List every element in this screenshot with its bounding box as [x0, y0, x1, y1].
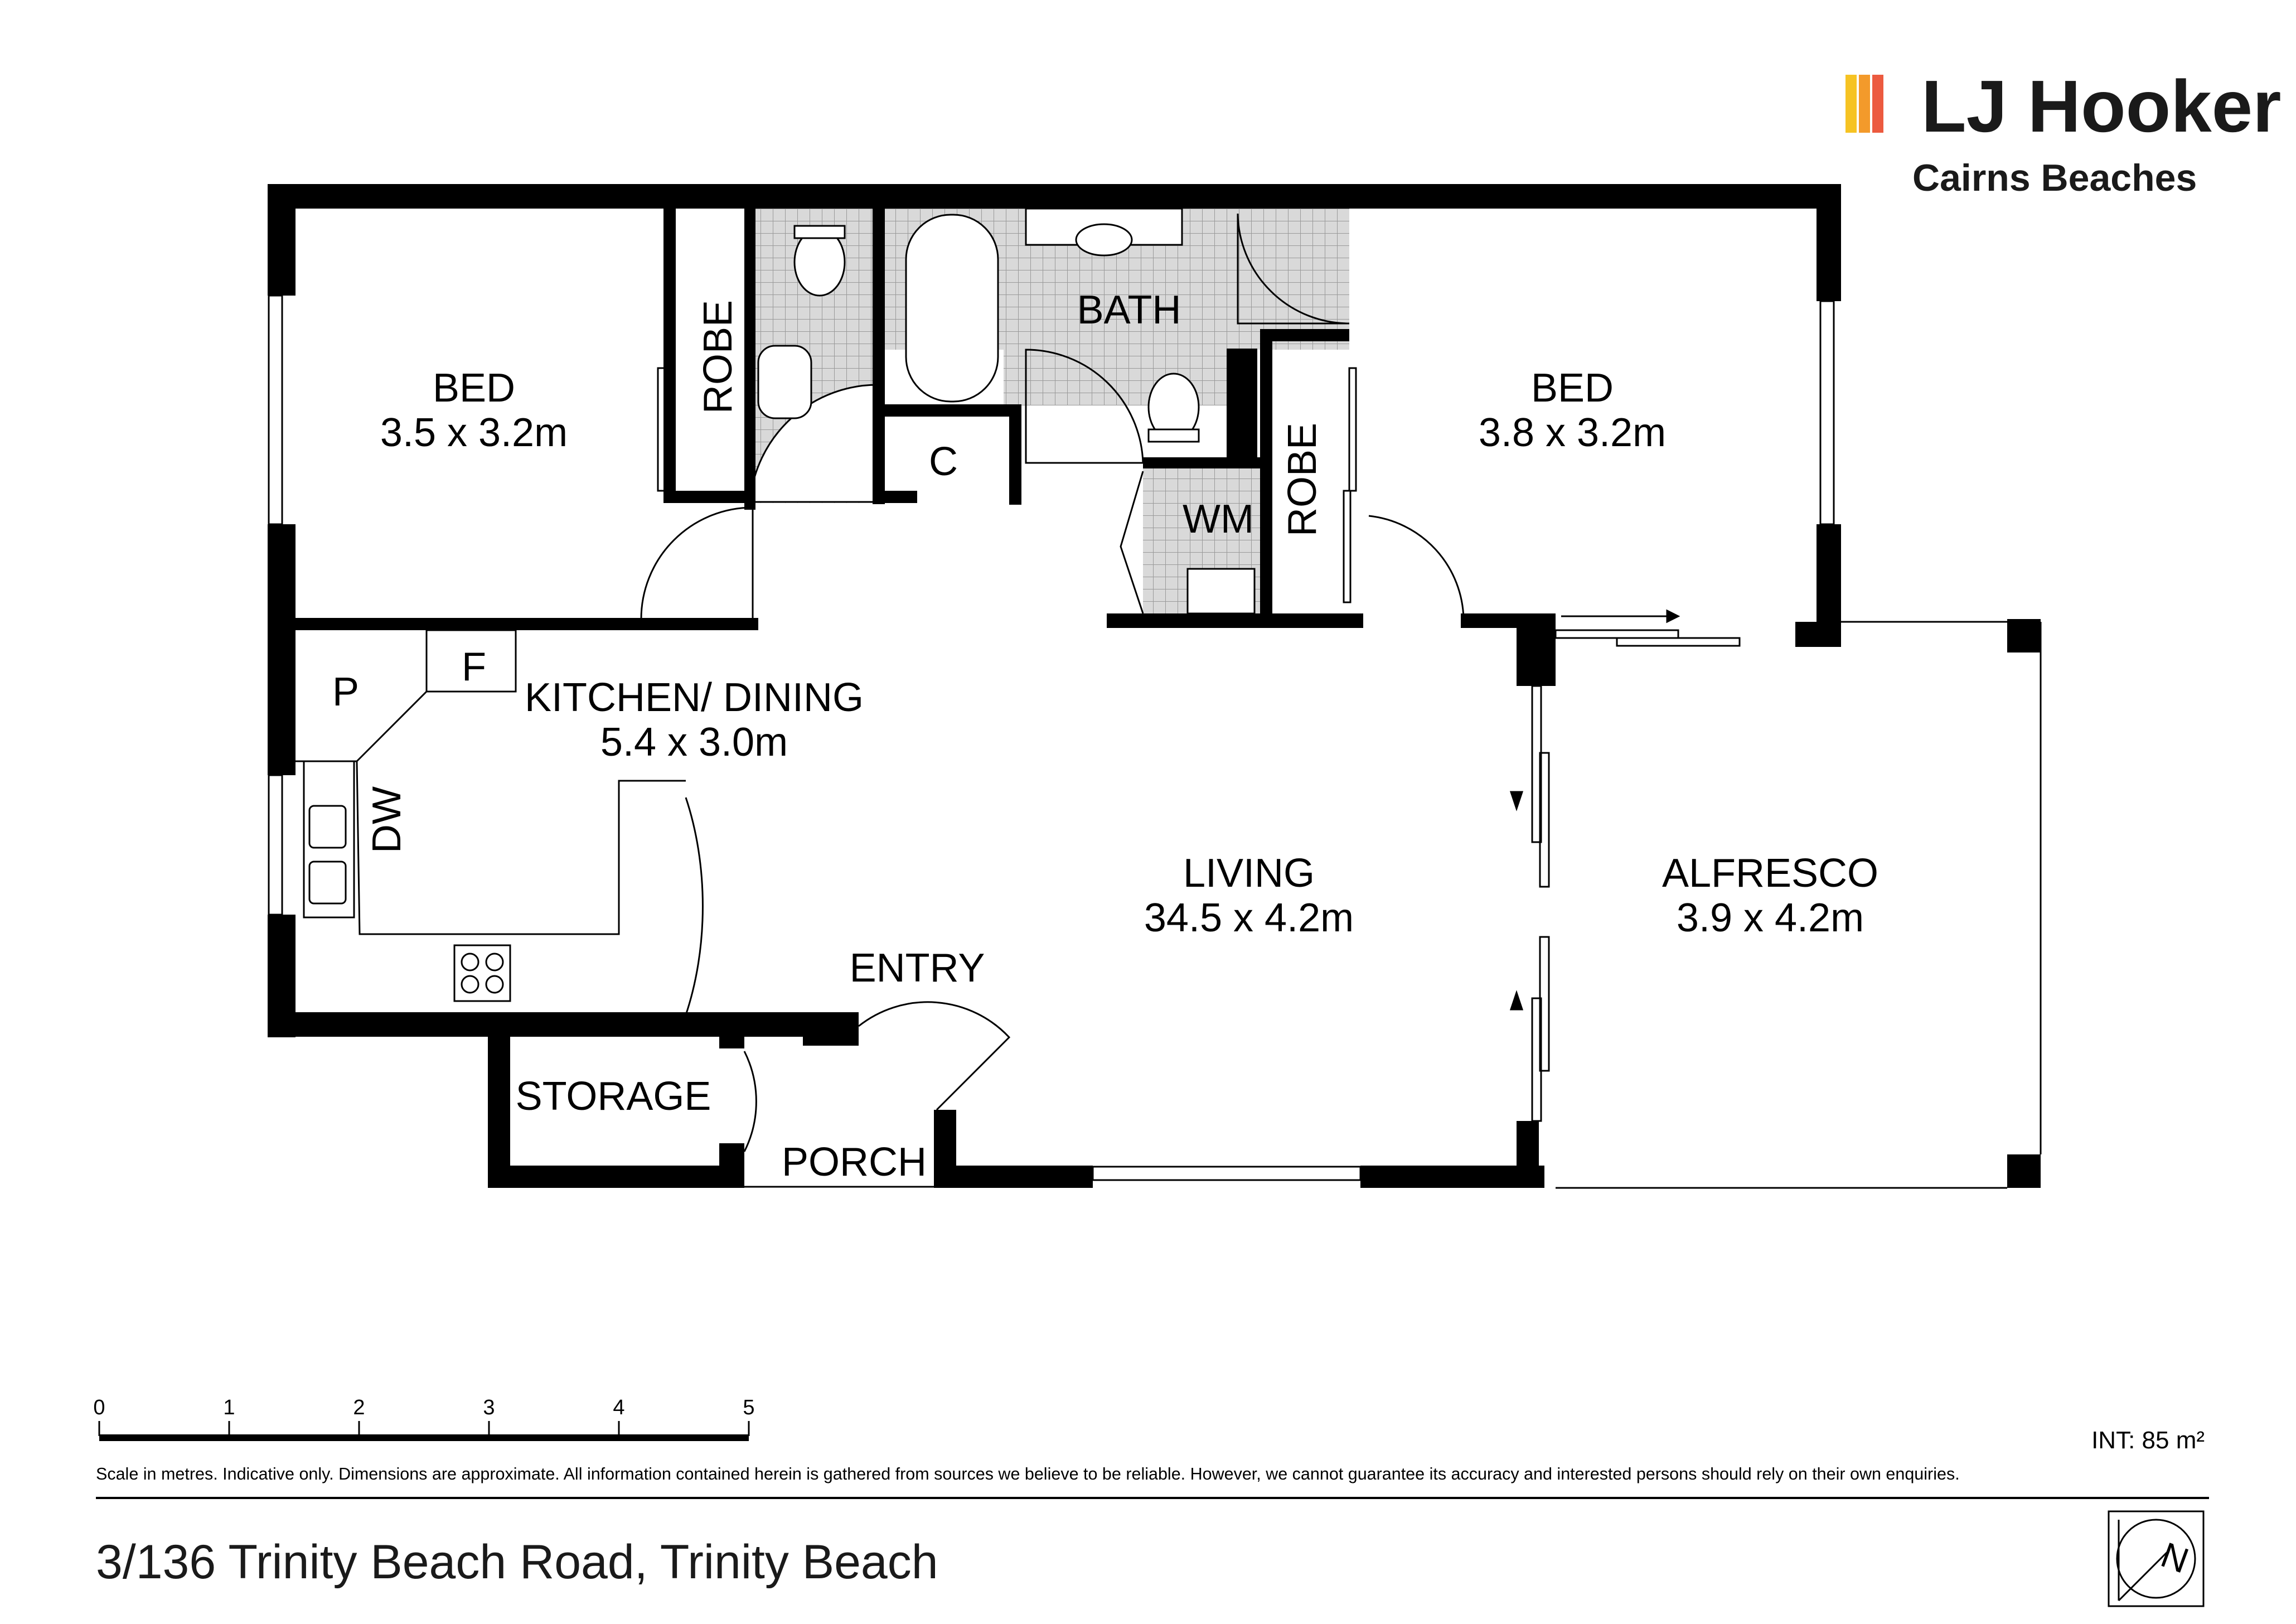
logo-brand-name: LJ Hooker [1921, 65, 2282, 147]
scale-tick-3: 3 [483, 1396, 495, 1419]
sliding-doors [657, 216, 1741, 1122]
bath-label: BATH [1077, 288, 1181, 332]
property-address: 3/136 Trinity Beach Road, Trinity Beach [96, 1535, 938, 1589]
scale-tick-4: 4 [613, 1396, 624, 1419]
compass-icon: N [2108, 1510, 2205, 1607]
disclaimer-text: Scale in metres. Indicative only. Dimens… [96, 1464, 1960, 1483]
toilet-2-cistern [1147, 428, 1200, 443]
living-size: 34.5 x 4.2m [1144, 896, 1354, 940]
scale-bar: 0 1 2 3 4 5 [93, 1396, 755, 1441]
cooktop [453, 944, 511, 1002]
alfresco-size: 3.9 x 4.2m [1677, 896, 1864, 940]
logo-bar-red [1872, 75, 1883, 133]
footer-divider [96, 1497, 2209, 1499]
scale-tick-2: 2 [353, 1396, 365, 1419]
dw-label: DW [365, 786, 409, 853]
room-labels: BED 3.5 x 3.2m BED 3.8 x 3.2m KITCHEN/ D… [332, 288, 1878, 1185]
toilet-cistern [793, 225, 846, 239]
windows [268, 294, 2042, 1189]
scale-tick-5: 5 [743, 1396, 754, 1419]
bed2-name: BED [1531, 366, 1614, 410]
basin [1075, 223, 1133, 257]
logo-bar-yellow [1845, 75, 1857, 133]
wm-label: WM [1183, 497, 1254, 542]
bed1-name: BED [433, 366, 515, 410]
robe1-label: ROBE [696, 300, 740, 414]
fridge-label: F [462, 645, 486, 689]
porch-label: PORCH [782, 1140, 927, 1185]
kitchen-name: KITCHEN/ DINING [525, 675, 864, 720]
internal-area: INT: 85 m² [2091, 1427, 2205, 1454]
scale-tick-1: 1 [223, 1396, 235, 1419]
brand-logo: LJ Hooker Cairns Beaches [1845, 65, 2282, 199]
laundry-door [1120, 471, 1144, 614]
laundry-tub [1186, 568, 1256, 615]
pantry-label: P [332, 670, 359, 714]
kitchen-bench [296, 690, 686, 935]
living-name: LIVING [1183, 851, 1315, 896]
fixtures [303, 207, 1256, 1002]
bed2-size: 3.8 x 3.2m [1479, 410, 1666, 455]
kitchen-size: 5.4 x 3.0m [600, 720, 788, 765]
logo-bar-orange [1859, 75, 1870, 133]
bathtub [905, 214, 999, 403]
logo-office-name: Cairns Beaches [1912, 157, 2197, 199]
robe2-label: ROBE [1280, 423, 1325, 536]
fridge-space [425, 629, 517, 693]
bed1-size: 3.5 x 3.2m [380, 410, 568, 455]
storage-label: STORAGE [516, 1074, 711, 1119]
basin-2 [757, 345, 812, 419]
alfresco-name: ALFRESCO [1662, 851, 1878, 896]
walls [268, 184, 2041, 1188]
cupboard-label: C [929, 439, 958, 484]
scale-tick-0: 0 [93, 1396, 105, 1419]
entry-label: ENTRY [850, 946, 985, 990]
